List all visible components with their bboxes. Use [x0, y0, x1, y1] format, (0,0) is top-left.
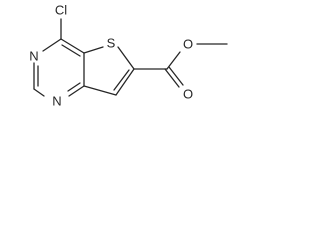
atom-oxygen-carbonyl-label: O: [183, 87, 193, 102]
bond-c4a-c4-inner: [61, 44, 81, 57]
bond-c7-c7a: [83, 85, 117, 96]
atom-oxygen-ester-label: O: [183, 37, 193, 52]
bond-carbonyl-o-ester: [166, 51, 181, 70]
bond-c4-n3: [42, 38, 62, 52]
bond-s-c6: [117, 46, 135, 70]
bond-c6-c7-inner: [113, 69, 130, 91]
atom-nitrogen-bottom-label: N: [52, 94, 61, 109]
atom-chlorine-label: Cl: [55, 3, 67, 18]
bond-c4a-c4: [60, 38, 85, 54]
atom-sulfur-label: S: [107, 36, 116, 51]
bond-c6-c7: [115, 68, 135, 96]
bond-carbonyl-o-double-a: [164, 68, 180, 88]
atom-nitrogen-top-label: N: [29, 49, 38, 64]
chemical-structure-diagram: Cl S N N O O: [29, 3, 228, 109]
bond-n1-c7a-inner: [67, 82, 81, 92]
bond-carbonyl-o-double-b: [168, 66, 184, 86]
bond-c4a-s: [83, 46, 104, 54]
bond-c2-n1: [33, 88, 45, 97]
bond-n1-c7a: [68, 85, 85, 97]
